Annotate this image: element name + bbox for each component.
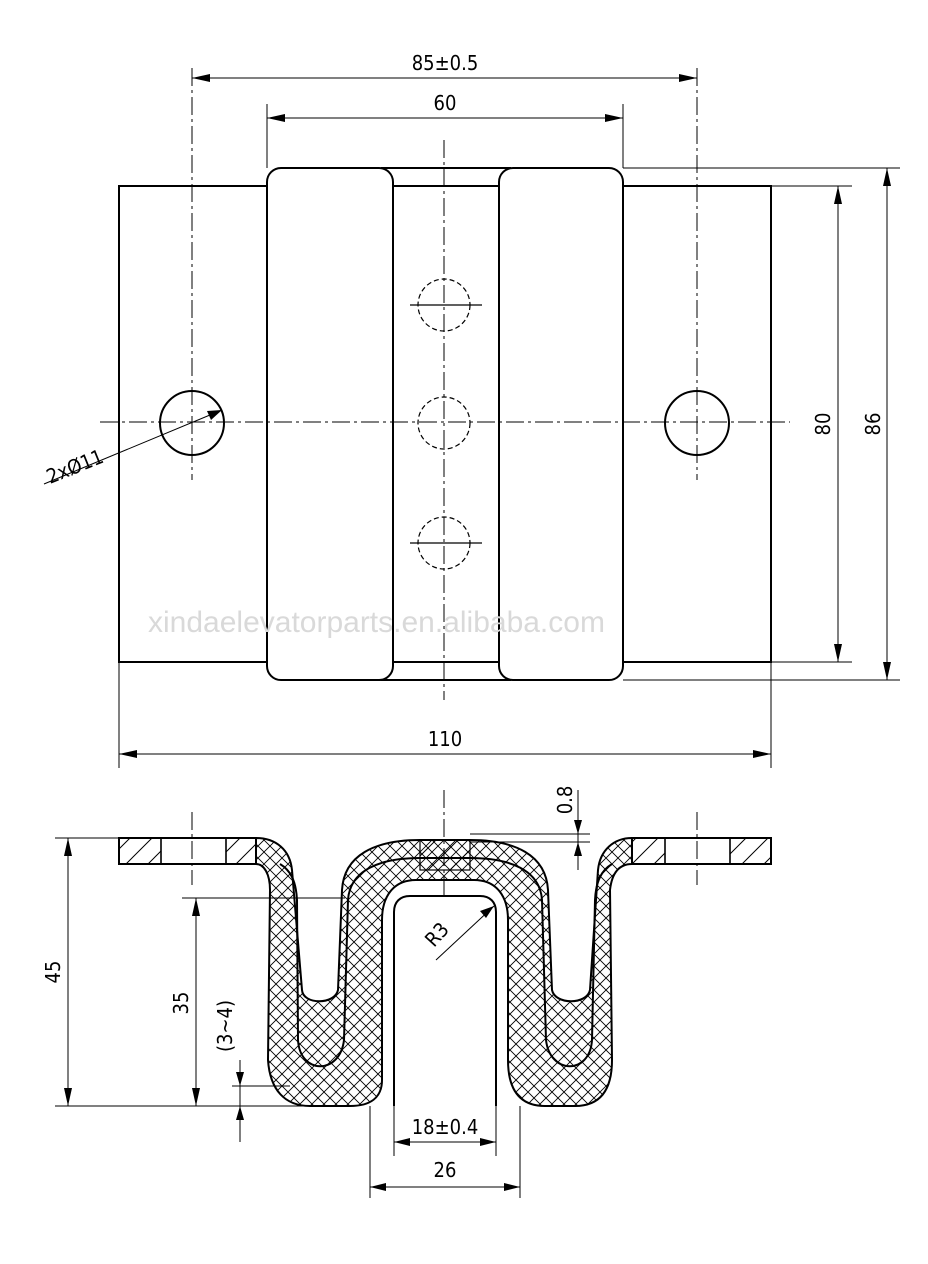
rubber-outer-profile [255,836,633,1107]
dim-85-label: 85±0.5 [412,51,479,75]
flange-right-hatch-b [729,837,772,865]
dim-80-label: 80 [811,413,835,436]
center-block-hatch [419,839,471,871]
dim-110-label: 110 [428,727,462,751]
dim-thickness-label: 0.8 [553,786,577,815]
section-view: 0.8 45 35 (3~4) R3 18±0.4 26 [41,786,772,1198]
hole-callout-leader [43,409,223,485]
dim-86-label: 86 [861,413,885,436]
dim-35-label: 35 [169,992,193,1015]
hidden-hole-middle [417,396,471,450]
base-plate-outline [118,185,772,663]
dim-gap-label: (3~4) [213,1000,237,1052]
top-view: 2xØ11 85±0.5 60 80 86 110 [43,51,900,768]
inner-opening [393,895,497,1106]
dim-18-label: 18±0.4 [412,1115,479,1139]
rubber-pad-left [266,167,394,681]
dim-45-label: 45 [41,961,65,984]
flange-right-hatch-a [631,837,666,865]
dim-60-label: 60 [434,91,457,115]
dim-26-label: 26 [434,1158,457,1182]
rubber-pad-right [498,167,624,681]
hole-callout-label: 2xØ11 [43,444,107,488]
flange-left-hatch-a [118,837,162,865]
watermark: xindaelevatorparts.en.alibaba.com [148,606,605,639]
flange-left-hatch-b [225,837,257,865]
